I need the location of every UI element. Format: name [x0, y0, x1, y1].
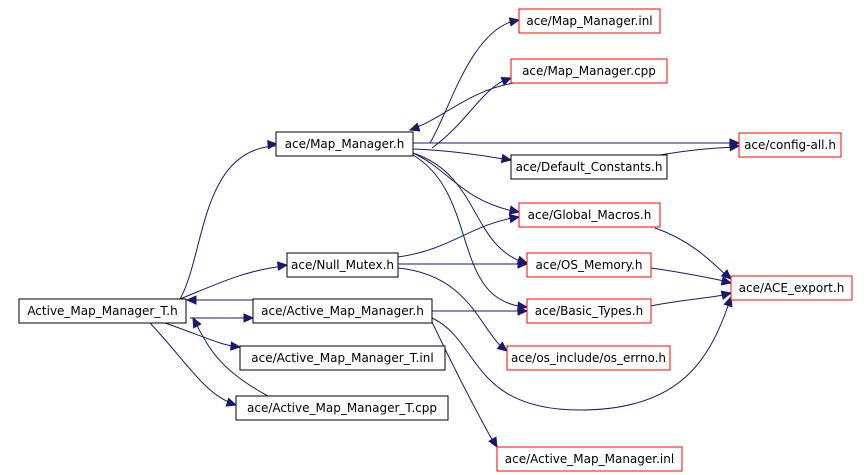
- arrowhead-mm_h-to-mm_cpp: [500, 76, 513, 86]
- graph-edges: [149, 17, 741, 449]
- node-nullmutex[interactable]: ace/Null_Mutex.h: [286, 252, 399, 278]
- edge-root-to-nullmutex: [179, 265, 286, 300]
- node-label: ace/config-all.h: [744, 138, 836, 152]
- node-amm-h[interactable]: ace/Active_Map_Manager.h: [252, 298, 433, 324]
- arrowhead-root-to-mm_h: [267, 139, 279, 150]
- node-defconst[interactable]: ace/Default_Constants.h: [510, 154, 668, 180]
- node-osmem[interactable]: ace/OS_Memory.h: [526, 252, 652, 278]
- node-box: [275, 131, 414, 157]
- node-ammt-inl[interactable]: ace/Active_Map_Manager_T.inl: [239, 345, 446, 371]
- node-box: [235, 395, 449, 421]
- edge-amm_h-to-aceexport: [431, 299, 731, 411]
- node-box: [526, 298, 652, 324]
- node-mm-h[interactable]: ace/Map_Manager.h: [275, 131, 414, 157]
- arrowhead-root-to-ammt_cpp: [225, 397, 238, 407]
- node-label: ace/OS_Memory.h: [536, 258, 643, 272]
- node-box: [239, 345, 446, 371]
- node-label: ace/ACE_export.h: [739, 281, 845, 295]
- node-box: [738, 132, 842, 158]
- node-box: [518, 8, 661, 34]
- arrowhead-defconst-to-config: [729, 141, 741, 152]
- arrowhead-amm_h-to-aceexport: [723, 295, 733, 308]
- node-globmac[interactable]: ace/Global_Macros.h: [518, 202, 661, 228]
- node-mm-inl[interactable]: ace/Map_Manager.inl: [518, 8, 661, 34]
- edge-root-to-mm_h: [179, 145, 276, 300]
- node-label: ace/Null_Mutex.h: [291, 258, 394, 272]
- edge-mm_h-to-defconst: [412, 148, 510, 161]
- node-label: ace/Map_Manager.inl: [526, 14, 652, 28]
- node-box: [518, 202, 661, 228]
- edge-defconst-to-config: [659, 146, 738, 156]
- node-label: Active_Map_Manager_T.h: [27, 304, 177, 318]
- node-label: ace/Active_Map_Manager_T.cpp: [247, 401, 437, 415]
- node-basictypes[interactable]: ace/Basic_Types.h: [526, 298, 652, 324]
- edge-mm_cpp-to-mm_h: [413, 82, 515, 129]
- edge-root-to-ammt_inl: [164, 322, 239, 348]
- edge-osmem-to-aceexport: [650, 267, 730, 283]
- arrowhead-root-to-nullmutex: [277, 261, 289, 271]
- edge-ammt_cpp-to-root: [194, 321, 269, 397]
- arrowhead-amm_h-to-root: [185, 295, 197, 305]
- node-label: ace/Active_Map_Manager.h: [261, 304, 424, 318]
- edge-root-to-ammt_cpp: [149, 322, 235, 405]
- node-label: ace/os_include/os_errno.h: [511, 351, 666, 365]
- arrowhead-nullmutex-to-globmac: [508, 213, 521, 224]
- arrowhead-mm_h-to-mm_inl: [508, 17, 521, 27]
- edge-globmac-to-aceexport: [654, 227, 730, 279]
- node-amm-inl[interactable]: ace/Active_Map_Manager.inl: [496, 446, 683, 472]
- node-box: [510, 154, 668, 180]
- node-label: ace/Basic_Types.h: [535, 304, 643, 318]
- node-label: ace/Global_Macros.h: [528, 208, 652, 222]
- graph-nodes: Active_Map_Manager_T.hace/Map_Manager.ha…: [18, 8, 853, 472]
- arrowhead-nullmutex-to-errno: [496, 341, 508, 352]
- node-box: [252, 298, 433, 324]
- node-box: [18, 298, 187, 324]
- node-box: [526, 252, 652, 278]
- edge-mm_h-to-basictypes: [412, 154, 526, 308]
- node-box: [506, 345, 671, 371]
- node-label: ace/Active_Map_Manager.inl: [505, 452, 674, 466]
- node-config[interactable]: ace/config-all.h: [738, 132, 842, 158]
- node-label: ace/Map_Manager.cpp: [522, 64, 656, 78]
- node-box: [510, 58, 668, 84]
- edge-basictypes-to-aceexport: [650, 293, 730, 307]
- arrowhead-mm_cpp-to-mm_h: [408, 122, 421, 132]
- arrowhead-root-to-ammt_inl: [230, 341, 242, 351]
- edge-amm_h-to-amm_inl: [431, 321, 496, 446]
- arrowhead-globmac-to-aceexport: [720, 269, 732, 280]
- edge-nullmutex-to-globmac: [397, 216, 518, 258]
- node-errno[interactable]: ace/os_include/os_errno.h: [506, 345, 671, 371]
- edge-nullmutex-to-errno: [397, 267, 506, 351]
- node-root: Active_Map_Manager_T.h: [18, 298, 187, 324]
- arrowhead-amm_h-to-basictypes: [517, 306, 529, 316]
- arrowhead-mm_h-to-globmac: [508, 205, 521, 215]
- arrowhead-basictypes-to-aceexport: [720, 290, 733, 300]
- node-box: [730, 275, 853, 301]
- edge-mm_h-to-osmem: [412, 152, 526, 264]
- edge-mm_h-to-mm_cpp: [431, 77, 510, 149]
- arrowhead-mm_h-to-defconst: [500, 153, 513, 164]
- node-label: ace/Map_Manager.h: [285, 137, 405, 151]
- node-box: [286, 252, 399, 278]
- node-ammt-cpp[interactable]: ace/Active_Map_Manager_T.cpp: [235, 395, 449, 421]
- arrowhead-amm_h-to-amm_inl: [488, 436, 498, 449]
- edge-mm_h-to-mm_inl: [429, 19, 518, 144]
- node-aceexport[interactable]: ace/ACE_export.h: [730, 275, 853, 301]
- node-label: ace/Active_Map_Manager_T.inl: [251, 351, 433, 365]
- arrowhead-nullmutex-to-osmem: [517, 259, 529, 269]
- arrowhead-root-to-amm_h: [243, 313, 255, 323]
- arrowhead-osmem-to-aceexport: [720, 276, 733, 286]
- node-mm-cpp[interactable]: ace/Map_Manager.cpp: [510, 58, 668, 84]
- arrowhead-ammt_cpp-to-root: [192, 316, 202, 329]
- node-box: [496, 446, 683, 472]
- node-label: ace/Default_Constants.h: [516, 160, 663, 174]
